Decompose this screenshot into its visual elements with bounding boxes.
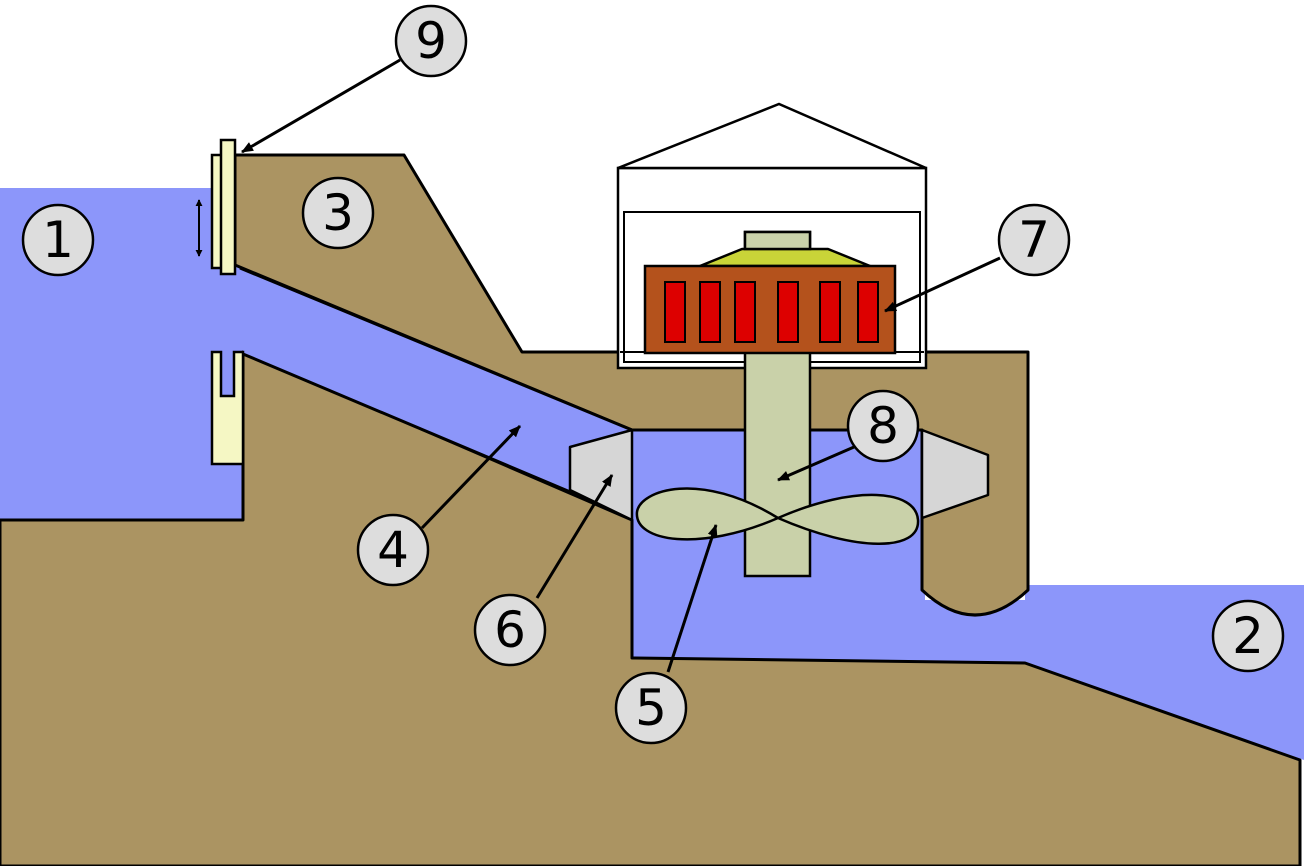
label-badge-1: 1 xyxy=(21,203,95,277)
leader-9 xyxy=(241,58,401,154)
label-4-text: 4 xyxy=(377,521,409,579)
leader-6 xyxy=(535,474,614,599)
turbine-runner xyxy=(635,487,920,545)
label-badge-8: 8 xyxy=(846,389,920,463)
label-2-text: 2 xyxy=(1232,607,1264,665)
label-7-text: 7 xyxy=(1018,211,1050,269)
shaft-top-cap xyxy=(743,230,812,251)
label-badge-2: 2 xyxy=(1211,599,1285,673)
penstock-upper-wall xyxy=(239,266,633,432)
label-8-text: 8 xyxy=(867,397,899,455)
generator-coil xyxy=(664,281,686,343)
leader-7 xyxy=(884,256,1001,313)
generator-coil xyxy=(857,281,879,343)
label-badge-6: 6 xyxy=(473,593,547,667)
label-badge-4: 4 xyxy=(356,513,430,587)
wicket-gate-right xyxy=(920,428,990,520)
penstock-water xyxy=(240,268,632,518)
gate-slot xyxy=(210,350,245,466)
turbine-chamber-water xyxy=(632,428,1025,663)
label-badge-7: 7 xyxy=(997,203,1071,277)
wicket-gate-left xyxy=(568,428,634,522)
leader-5 xyxy=(666,524,718,673)
penstock-lower-wall xyxy=(242,352,633,520)
generator-coil xyxy=(734,281,756,343)
generator xyxy=(643,264,897,355)
label-3-text: 3 xyxy=(322,184,354,242)
dam-body xyxy=(233,153,1030,617)
label-5-text: 5 xyxy=(635,679,667,737)
label-9-text: 9 xyxy=(415,12,447,70)
generator-coil xyxy=(819,281,841,343)
label-badge-3: 3 xyxy=(301,176,375,250)
powerhouse-roof xyxy=(617,102,927,170)
intake-gate xyxy=(219,138,237,276)
leader-4 xyxy=(420,424,522,530)
label-1-text: 1 xyxy=(42,211,74,269)
label-badge-5: 5 xyxy=(614,671,688,745)
label-badge-9: 9 xyxy=(394,4,468,78)
generator-coil xyxy=(699,281,721,343)
label-6-text: 6 xyxy=(494,601,526,659)
generator-coil xyxy=(777,281,799,343)
leader-8 xyxy=(777,445,855,482)
